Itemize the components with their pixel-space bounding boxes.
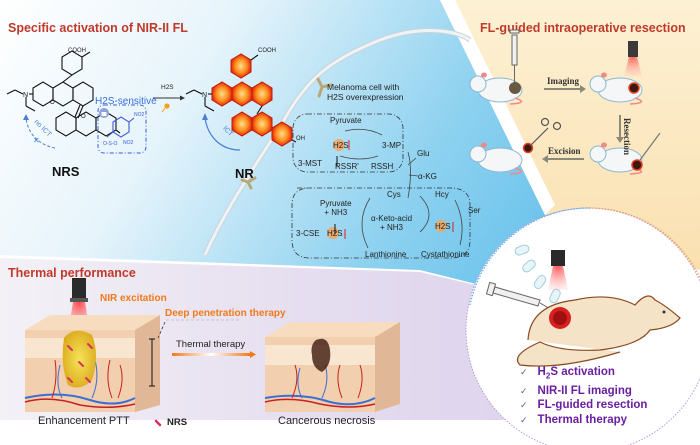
syringe-icon — [485, 281, 553, 311]
nr-oh-label: OH — [296, 136, 305, 142]
excision-arrow — [542, 155, 584, 163]
feature-sub: 2 — [545, 371, 551, 381]
pathway-akg: α-KG — [418, 172, 437, 181]
nrs-name: NRS — [52, 164, 80, 179]
feature-text: H — [537, 366, 546, 378]
receptor-icon — [240, 176, 257, 190]
enhancement-ptt-label: Enhancement PTT — [38, 415, 130, 427]
feature-text-post: S activation — [550, 366, 615, 378]
cancerous-necrosis-label: Cancerous necrosis — [278, 415, 376, 427]
necrosis-spot — [311, 338, 331, 372]
pyruvate-nh3-line2: + NH3 — [324, 208, 348, 217]
mouse-injection — [469, 72, 523, 105]
feature-text: Thermal therapy — [537, 413, 628, 426]
h2s-sensitive-label: H2S-sensitive — [95, 96, 157, 107]
feature-text: FL-guided resection — [537, 399, 648, 412]
svg-text:O-S-O: O-S-O — [103, 141, 118, 147]
nr-name: NR — [235, 166, 254, 181]
pathway-rssh: RSSH — [371, 162, 394, 171]
deep-penetration-label: Deep penetration therapy — [165, 308, 286, 319]
pathway-h2s-left: H2S — [327, 229, 343, 238]
camera-icon — [624, 41, 642, 76]
pathway-glu: Glu — [417, 149, 430, 158]
skin-block-enhancement — [24, 315, 240, 412]
pathway-3cse: 3-CSE — [296, 229, 320, 238]
cell-label: Melanoma cell with H2S overexpression — [327, 82, 404, 102]
resection-arrow — [616, 115, 624, 143]
step-resection: Resection — [622, 118, 632, 155]
step-excision: Excision — [548, 146, 581, 156]
check-icon: ✓ — [520, 414, 528, 425]
svg-text:O: O — [50, 100, 55, 106]
imaging-arrow — [544, 85, 586, 93]
mouse-imaging — [589, 72, 643, 105]
pathway-ser: Ser — [468, 206, 481, 215]
syringe-icon — [509, 29, 520, 82]
reaction-reagent: H2S — [161, 84, 174, 91]
cell-label-line2: H2S overexpression — [327, 92, 404, 102]
nir-excitation-label: NIR excitation — [100, 293, 167, 304]
pathway-pyruvate-nh3: Pyruvate + NH3 — [320, 199, 352, 217]
svg-text:✕: ✕ — [33, 136, 40, 145]
forceps-icon — [529, 117, 562, 147]
pathway-rssr: RSSR' — [335, 162, 359, 171]
cell-label-line1: Melanoma cell with — [327, 82, 400, 92]
pathway-h2s-right: H2S — [435, 222, 451, 231]
mouse-icon — [516, 295, 681, 367]
pathway-pyruvate: Pyruvate — [330, 116, 362, 125]
pathway-hcy: Hcy — [435, 190, 449, 199]
feature-h2s-activation: ✓ H2S activation — [520, 365, 647, 384]
scalpel-icon — [639, 132, 661, 161]
step-imaging: Imaging — [547, 76, 580, 86]
pathway-h2s-upper: H2S — [333, 141, 349, 150]
section-title-activation: Specific activation of NIR-II FL — [8, 21, 188, 35]
section-title-thermal: Thermal performance — [8, 266, 136, 280]
skin-block-necrosis — [264, 322, 400, 412]
keto-line1: α-Keto-acid — [371, 214, 413, 223]
keto-line2: + NH3 — [380, 223, 403, 232]
pathway-3mp: 3-MP — [382, 141, 402, 150]
nrs-legend-label: NRS — [167, 417, 188, 428]
camera-icon — [548, 250, 568, 290]
thermal-arrow — [172, 353, 250, 356]
feature-text: NIR-II FL imaging — [537, 384, 632, 397]
svg-text:N: N — [23, 92, 28, 99]
pathway-lanthionine: Lanthionine — [365, 250, 407, 259]
section-title-resection: FL-guided intraoperative resection — [480, 21, 686, 35]
nrs-cooh-label: COOH — [68, 48, 86, 54]
nr-cooh-label: COOH — [258, 48, 276, 54]
check-icon: ✓ — [520, 385, 528, 396]
pathway-3mst: 3-MST — [298, 159, 322, 168]
receptor-icon — [316, 77, 333, 98]
h2s-sensitive-text: H2S-sensitive — [95, 96, 157, 107]
pathway-keto-acid: α-Keto-acid + NH3 — [371, 214, 412, 232]
feature-nir-imaging: ✓ NIR-II FL imaging — [520, 384, 647, 399]
feature-thermal-therapy: ✓ Thermal therapy — [520, 413, 647, 428]
nrs-legend-icon — [154, 419, 162, 427]
thermal-therapy-label: Thermal therapy — [176, 339, 246, 350]
svg-text:N: N — [202, 92, 207, 99]
pathway-cystathionine: Cystathionine — [421, 250, 470, 259]
pathway-cys: Cys — [387, 190, 401, 199]
pyruvate-nh3-line1: Pyruvate — [320, 199, 352, 208]
check-icon: ✓ — [520, 367, 528, 377]
nrs-no2-a: NO2 — [134, 112, 145, 118]
nrs-no2-b: NO2 — [123, 140, 134, 146]
key-icon — [164, 103, 170, 109]
mouse-resection — [589, 142, 643, 175]
check-icon: ✓ — [520, 400, 528, 411]
svg-text:O: O — [81, 114, 86, 120]
feature-list: ✓ H2S activation ✓ NIR-II FL imaging ✓ FL-g… — [520, 365, 647, 427]
feature-fl-resection: ✓ FL-guided resection — [520, 398, 647, 413]
